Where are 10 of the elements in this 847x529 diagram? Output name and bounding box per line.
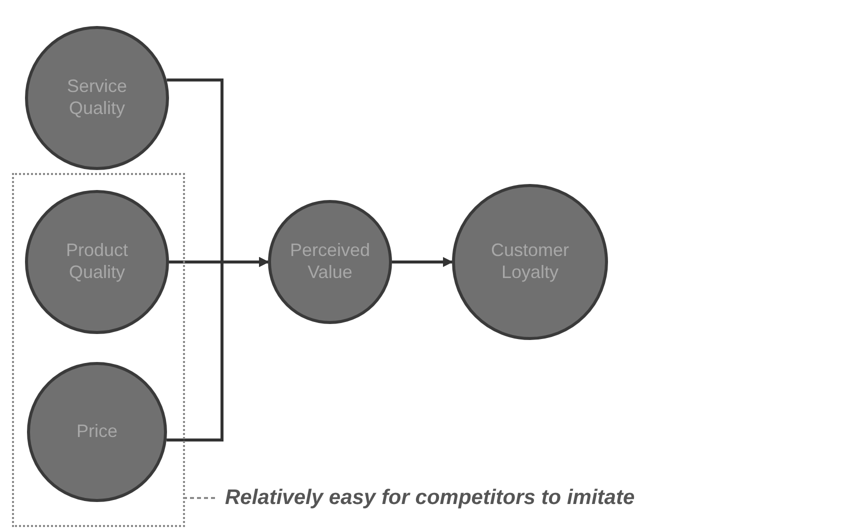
- circle-node: Perceived Value: [268, 200, 392, 324]
- arrow: [392, 257, 453, 267]
- note-text: Relatively easy for competitors to imitate: [225, 486, 635, 510]
- circle-node: Product Quality: [25, 190, 169, 334]
- circle-node: Price: [27, 362, 167, 502]
- dotted-group-box: [12, 173, 185, 527]
- circle-node: Customer Loyalty: [452, 184, 608, 340]
- leader-line: [185, 497, 215, 499]
- arrow: [166, 257, 269, 442]
- circle-node: Service Quality: [25, 26, 169, 170]
